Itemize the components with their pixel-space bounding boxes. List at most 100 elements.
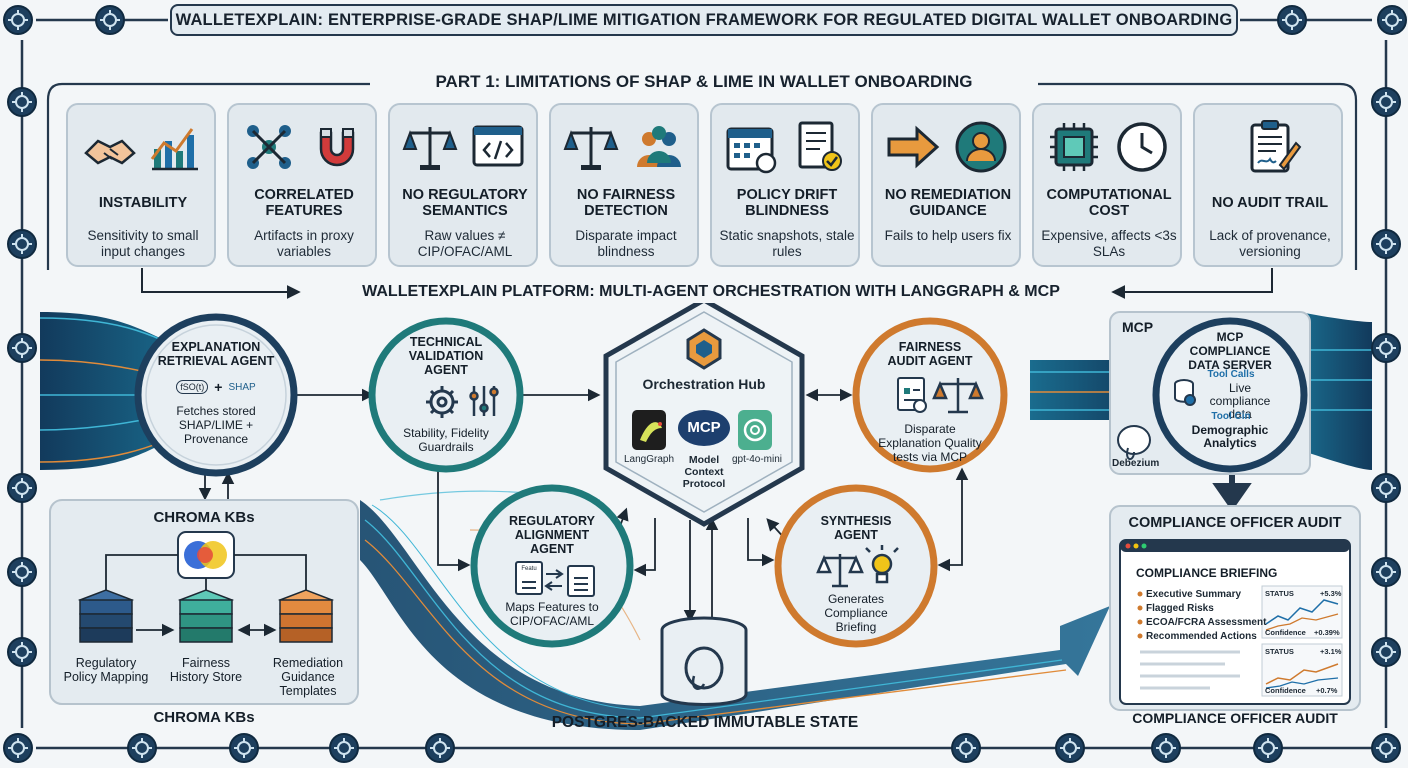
limitation-desc: Raw values ≠ CIP/OFAC/AML (417, 228, 513, 259)
chroma-store-remediation[interactable]: Remediation Guidance Templates (272, 656, 344, 698)
technical-agent-circle (368, 317, 524, 473)
limitation-desc: Lack of provenance, versioning (1209, 228, 1331, 259)
audit-footer: COMPLIANCE OFFICER AUDIT (1132, 710, 1338, 726)
limitation-icons (229, 115, 379, 179)
briefing-item-actions[interactable]: Recommended Actions (1146, 631, 1257, 642)
explanation-agent[interactable]: EXPLANATION RETRIEVAL AGENT fSO(t) + SHA… (150, 340, 282, 446)
limitation-desc: Expensive, affects <3s SLAs (1041, 228, 1177, 259)
limitation-icons (1195, 115, 1345, 179)
limitation-title: COMPUTATIONAL COST (1046, 187, 1172, 219)
limitation-icons (390, 115, 540, 179)
arrow-to-platform-left (141, 268, 301, 299)
arrow-mcp-audit (1212, 470, 1252, 512)
lightbulb-icon (865, 545, 899, 584)
postgres-db-icon (660, 616, 748, 706)
limitation-desc: Disparate impact blindness (575, 228, 677, 259)
gear-icon (7, 87, 37, 117)
chip-icon (1050, 123, 1098, 171)
database-icon (1371, 333, 1401, 363)
limitation-card[interactable]: CORRELATED FEATURES Artifacts in proxy va… (227, 103, 377, 267)
limitation-card[interactable]: COMPUTATIONAL COST Expensive, affects <3s… (1032, 103, 1182, 267)
briefing-item-risks[interactable]: Flagged Risks (1146, 603, 1214, 614)
bar-chart-icon (150, 128, 198, 171)
langgraph-label: LangGraph (623, 454, 675, 465)
scales-icon (402, 127, 458, 170)
regulatory-doc-icon (515, 561, 595, 597)
analytics-icon (1371, 229, 1401, 259)
debezium-label: Debezium (1112, 458, 1160, 469)
limitation-icons (712, 115, 862, 179)
synthesis-agent-name: SYNTHESIS AGENT (820, 514, 892, 542)
chroma-store-fairness[interactable]: Fairness History Store (169, 656, 243, 684)
explanation-agent-desc: Fetches stored SHAP/LIME + Provenance (176, 404, 256, 446)
chroma-footer: CHROMA KBs (153, 709, 255, 726)
chroma-title: CHROMA KBs (153, 509, 255, 526)
limitation-card[interactable]: NO FAIRNESS DETECTION Disparate impact bl… (549, 103, 699, 267)
network-icon (247, 125, 291, 169)
status2-confidence-label: Confidence (1265, 686, 1306, 695)
limitation-title: CORRELATED FEATURES (254, 187, 354, 219)
arrow-hub-reg-down (633, 518, 656, 577)
id-card-icon (7, 333, 37, 363)
briefing-item-ecoa[interactable]: ECOA/FCRA Assessment (1146, 617, 1267, 628)
regulatory-doc-label: Featu (521, 566, 537, 572)
status2-delta: +3.1% (1320, 647, 1342, 656)
chroma-store-regulatory[interactable]: Regulatory Policy Mapping (63, 656, 149, 684)
user-icon (955, 121, 1007, 173)
gpt-label: gpt-4o-mini (731, 454, 783, 465)
status1-label: STATUS (1265, 589, 1294, 598)
clock-icon (7, 557, 37, 587)
brain-icon (329, 733, 359, 763)
limitation-title: NO REGULATORY SEMANTICS (402, 187, 528, 219)
clipboard-sign-icon (1250, 120, 1302, 173)
network-icon (1371, 473, 1401, 503)
gear-icon (127, 733, 157, 763)
status2-label: STATUS (1265, 647, 1294, 656)
code-window-icon (472, 125, 524, 167)
regulatory-agent-name: REGULATORY ALIGNMENT AGENT (509, 514, 595, 556)
hub-title: Orchestration Hub (642, 376, 766, 392)
briefing-screen (1119, 539, 1351, 705)
part1-bracket (62, 82, 1358, 270)
limitation-icons (551, 115, 701, 179)
arrow-to-platform-right (1111, 268, 1273, 299)
briefing-item-executive[interactable]: Executive Summary (1146, 589, 1242, 600)
main-title: WALLETEXPLAIN: ENTERPRISE-GRADE SHAP/LIM… (170, 4, 1238, 36)
briefing-title[interactable]: COMPLIANCE BRIEFING (1136, 566, 1278, 580)
people-icon (637, 126, 681, 167)
mcp-server[interactable]: MCP COMPLIANCE DATA SERVER (1180, 330, 1280, 372)
person-icon (1055, 733, 1085, 763)
arrow-tech-reg (437, 470, 471, 572)
limitation-desc: Fails to help users fix (884, 228, 1012, 243)
limitation-desc: Artifacts in proxy variables (254, 228, 354, 259)
mcp-label-text: MCP (1122, 319, 1154, 335)
synthesis-agent[interactable]: SYNTHESIS AGENT (810, 514, 902, 542)
fairness-doc-icon (897, 377, 927, 413)
regulatory-agent[interactable]: REGULATORY ALIGNMENT AGENT (502, 514, 602, 556)
limitation-card[interactable]: NO REGULATORY SEMANTICS Raw values ≠ CIP/… (388, 103, 538, 267)
gear-icon (426, 386, 458, 418)
sliders-icon (469, 386, 499, 416)
chart-icon (1253, 733, 1283, 763)
explanation-agent-circle (134, 313, 298, 477)
tool-calls-label: Tool Calls (1207, 369, 1255, 380)
demographic-text: Demographic Analytics (1191, 423, 1269, 450)
orchestration-hub-hexagon (603, 297, 805, 527)
fairness-agent[interactable]: FAIRNESS AUDIT AGENT (882, 340, 978, 368)
technical-agent[interactable]: TECHNICAL VALIDATION AGENT (392, 335, 500, 377)
status1-confidence-label: Confidence (1265, 628, 1306, 637)
scales-icon (563, 127, 619, 170)
limitation-title: INSTABILITY (98, 195, 188, 211)
limitation-title: NO FAIRNESS DETECTION (576, 187, 676, 219)
regulatory-db-icon (77, 589, 135, 643)
big-flow-arrow (360, 500, 1110, 730)
status2-confidence: +0.7% (1316, 686, 1338, 695)
mcp-label: Model Context Protocol (682, 454, 726, 490)
chroma-logo (177, 531, 235, 579)
magnet-icon (319, 128, 355, 167)
